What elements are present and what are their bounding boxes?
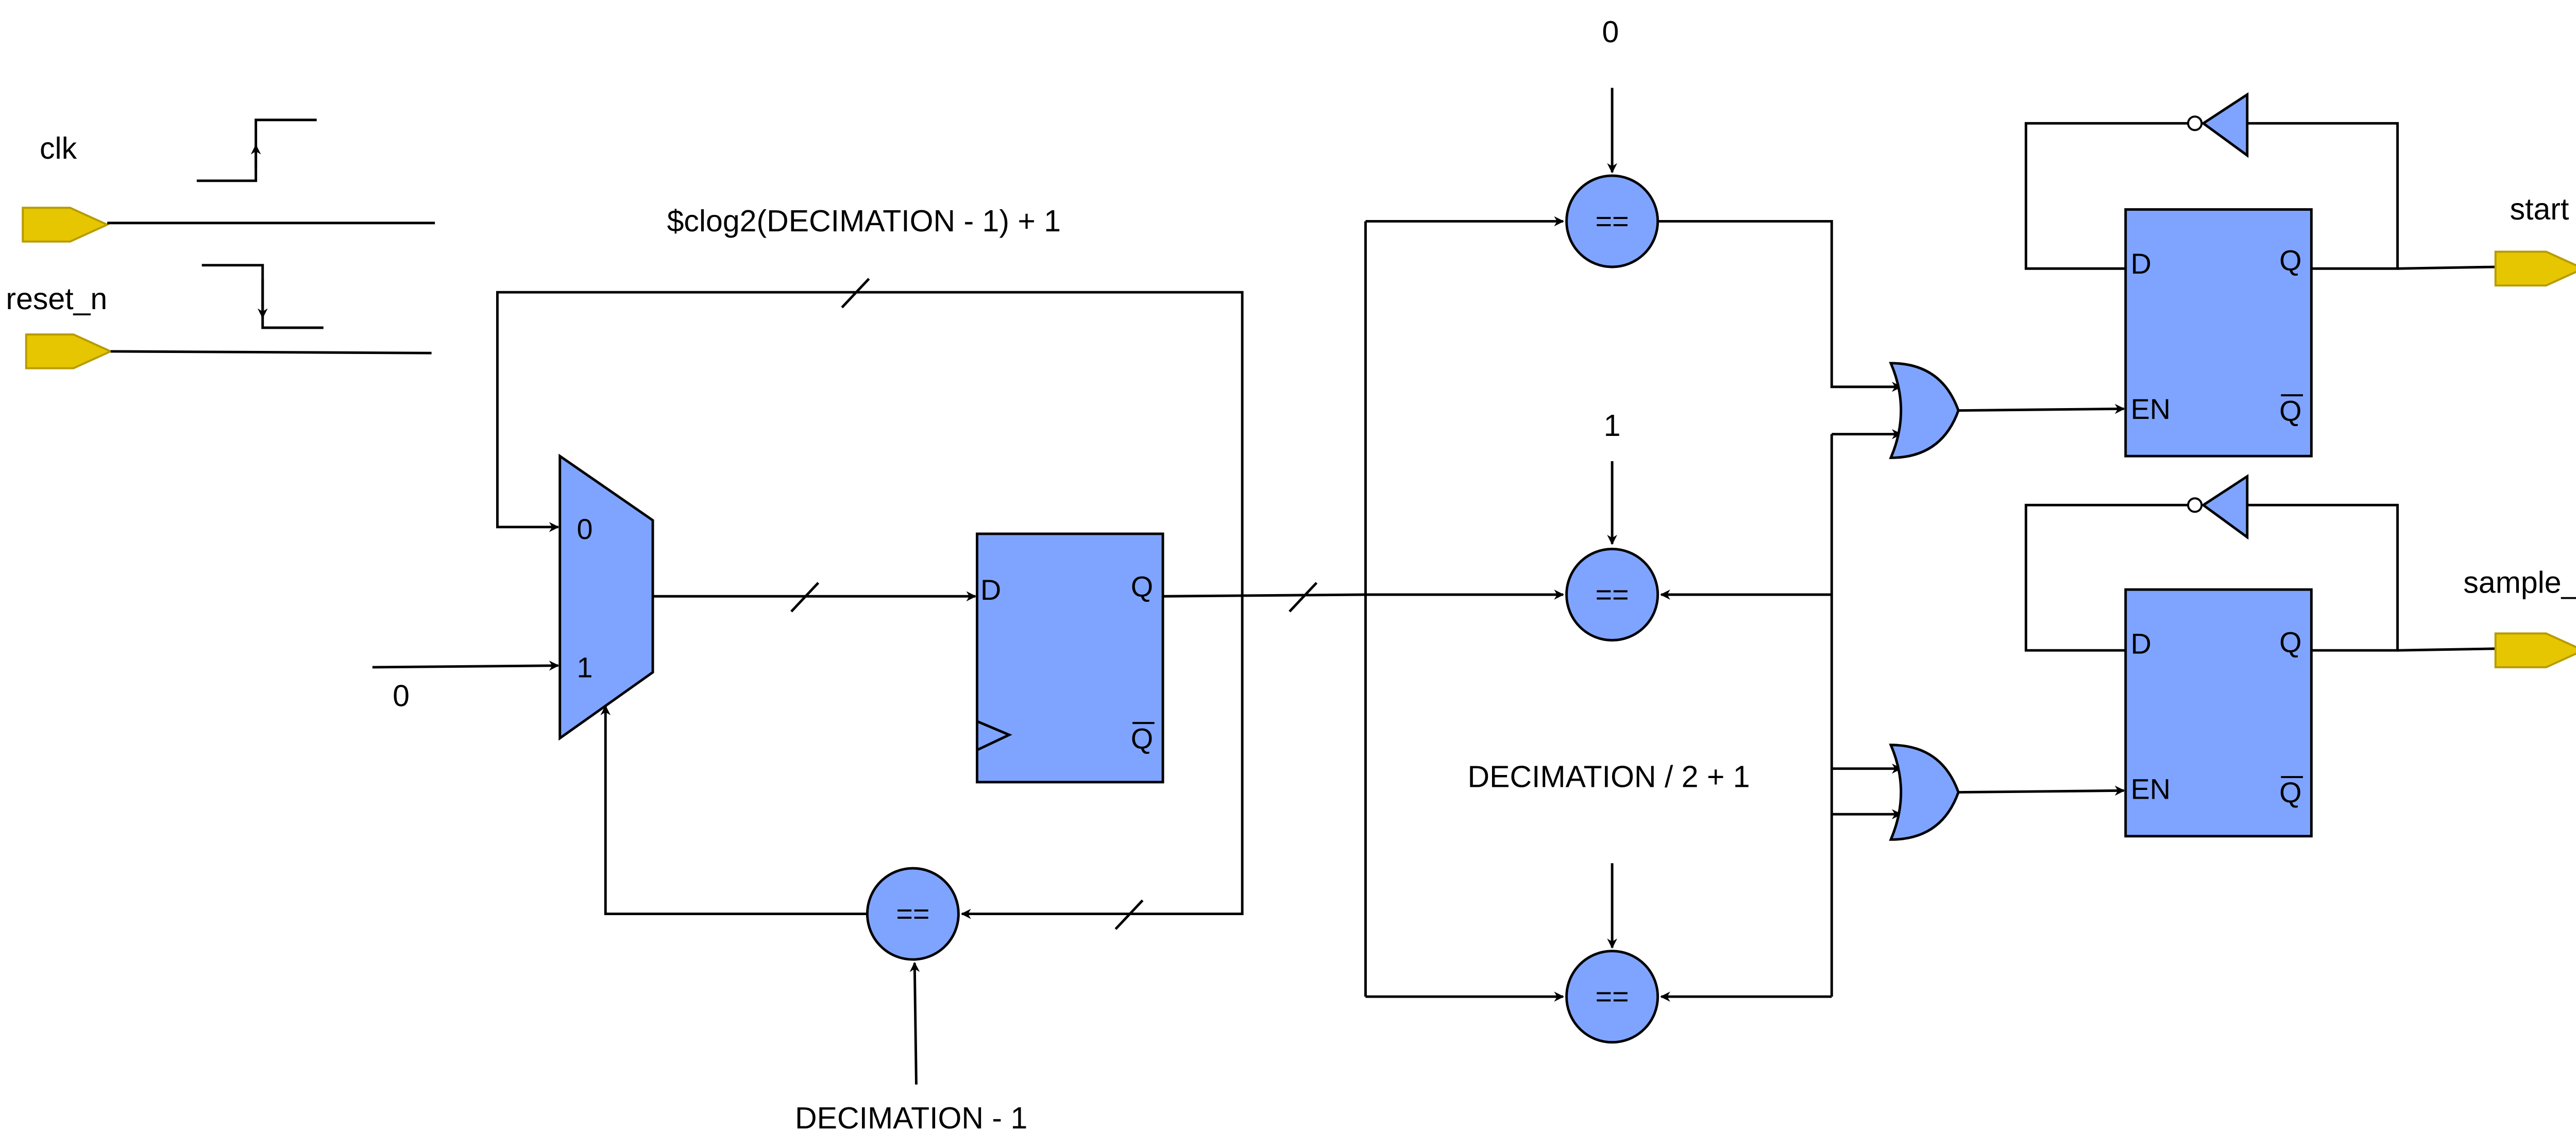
start-ff-q-feedback: [2247, 122, 2399, 270]
multiplexer: [558, 453, 654, 741]
mux-in0-label: 0: [577, 513, 593, 545]
counter-q-bus: [1163, 589, 1565, 600]
clk-port-group: clk: [22, 119, 435, 243]
sample-ff-qbar-label: Q: [2279, 777, 2301, 808]
start-output-wire: [2397, 265, 2496, 270]
terminal-count-to-mux-select: [600, 705, 868, 916]
cmp1-comparator-symbol: ==: [1596, 579, 1629, 611]
sample-inverter: [2201, 474, 2249, 540]
reset-n-wire: [110, 350, 432, 355]
or-gate-sample-clk: [1889, 744, 1960, 841]
bus-slash-mux: [790, 582, 820, 613]
cmp0-comparator-symbol: ==: [1596, 205, 1629, 237]
counter-register-q-label: Q: [1131, 570, 1153, 602]
reset-n-label: reset_n: [6, 282, 107, 316]
cmp0-to-or1-wire: [1657, 220, 1902, 392]
counter-register: [976, 532, 1164, 784]
start-flipflop: [2124, 208, 2313, 458]
start-output-port: [2494, 250, 2576, 287]
sample-clk-output-wire: [2397, 647, 2496, 652]
cmp2-const-label: DECIMATION / 2 + 1: [1468, 760, 1750, 794]
bus-slash-q: [1289, 582, 1318, 613]
counter-register-qbar-label: Q: [1131, 722, 1153, 754]
cmp2-comparator-symbol: ==: [1596, 981, 1629, 1013]
counter-to-terminal-compare-bus: [961, 594, 1244, 919]
sample-clk-flipflop: [2124, 588, 2313, 838]
or1-to-start-ff-en: [1958, 403, 2125, 414]
feedback-width-label: $clog2(DECIMATION - 1) + 1: [667, 204, 1061, 238]
sample-inverter-bubble: [2187, 497, 2203, 513]
start-inverter-bubble: [2187, 115, 2203, 131]
terminal-count-label: DECIMATION - 1: [795, 1101, 1027, 1135]
reset-n-input-port: [25, 333, 113, 369]
counter-register-d-label: D: [980, 574, 1001, 606]
or-gate-start: [1889, 362, 1960, 459]
sample-ff-d-label: D: [2131, 628, 2151, 660]
cmp2-comparator: [1565, 950, 1659, 1044]
sample-inverter-to-d: [2024, 503, 2189, 652]
or2-to-sample-ff-en: [1958, 785, 2125, 796]
mux-in1-label: 1: [577, 652, 593, 684]
start-inverter-to-d: [2024, 122, 2189, 270]
terminal-count-const-wire: [909, 962, 920, 1085]
start-ff-qbar-label: Q: [2279, 395, 2301, 427]
start-ff-q-label: Q: [2279, 245, 2301, 277]
cmp1-comparator: [1565, 548, 1659, 642]
reset-port-group: reset_n: [6, 264, 432, 369]
bus-slash-bottom: [1114, 899, 1144, 930]
sample-clk-output-label: sample_clk: [2463, 566, 2576, 600]
mux-in1-wire: [372, 660, 560, 671]
clk-label: clk: [40, 131, 77, 165]
start-output-label: start: [2510, 192, 2569, 226]
sample-clk-output-port: [2494, 632, 2576, 668]
mux-in1-const-label: 0: [393, 679, 410, 713]
start-ff-en-label: EN: [2131, 393, 2171, 425]
terminal-count-comparator-symbol: ==: [896, 898, 929, 930]
start-inverter: [2201, 92, 2249, 158]
cmp1-const-label: 1: [1604, 409, 1621, 443]
sample-ff-q-label: Q: [2279, 626, 2301, 658]
clk-input-port: [22, 207, 110, 243]
cmp0-const-label: 0: [1602, 15, 1619, 49]
clock-edge-icon: [976, 720, 1012, 751]
sample-ff-en-label: EN: [2131, 773, 2171, 805]
feedback-bus: [496, 291, 1244, 595]
bus-slash-top: [841, 278, 870, 309]
start-ff-d-label: D: [2131, 248, 2151, 280]
sample-ff-q-feedback: [2247, 503, 2399, 652]
